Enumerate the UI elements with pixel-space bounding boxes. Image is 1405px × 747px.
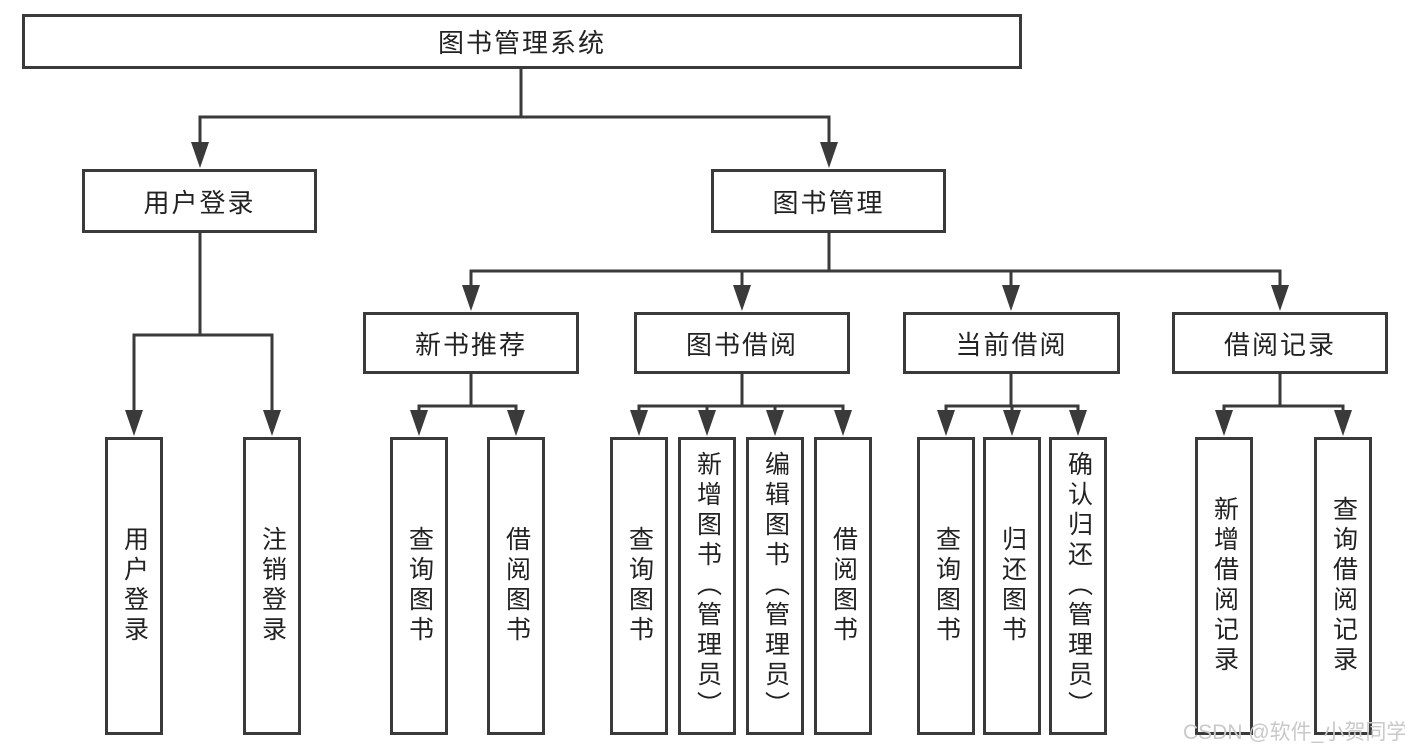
leaf-confirm-return-admin-label: 确认归还（管理员） (1064, 451, 1093, 721)
leaf-query-books-recommend: 查询图书 (390, 437, 448, 735)
leaf-query-books-current: 查询图书 (917, 437, 975, 735)
leaf-user-login-label: 用户登录 (120, 526, 149, 646)
node-book-management: 图书管理 (711, 169, 946, 233)
leaf-add-borrow-record: 新增借阅记录 (1195, 437, 1253, 735)
node-new-book-recommend-label: 新书推荐 (414, 329, 527, 360)
node-root: 图书管理系统 (22, 14, 1022, 69)
node-user-login-label: 用户登录 (143, 187, 256, 218)
leaf-edit-book-admin: 编辑图书（管理员） (746, 437, 804, 735)
node-borrow-records: 借阅记录 (1172, 312, 1388, 374)
leaf-borrow-books-recommend: 借阅图书 (487, 437, 545, 735)
leaf-query-borrow-record: 查询借阅记录 (1314, 437, 1372, 735)
leaf-query-books-borrow-label: 查询图书 (625, 526, 654, 646)
leaf-borrow-books: 借阅图书 (814, 437, 872, 735)
leaf-add-book-admin-label: 新增图书（管理员） (693, 451, 722, 721)
leaf-query-borrow-record-label: 查询借阅记录 (1329, 496, 1358, 676)
leaf-add-borrow-record-label: 新增借阅记录 (1210, 496, 1239, 676)
csdn-watermark: CSDN @软件_小贺同学 (1183, 721, 1405, 744)
leaf-edit-book-admin-label: 编辑图书（管理员） (761, 451, 790, 721)
leaf-confirm-return-admin: 确认归还（管理员） (1049, 437, 1107, 735)
node-root-label: 图书管理系统 (437, 28, 606, 58)
leaf-logout: 注销登录 (243, 437, 301, 735)
node-book-management-label: 图书管理 (772, 187, 885, 218)
leaf-borrow-books-recommend-label: 借阅图书 (502, 526, 531, 646)
leaf-user-login: 用户登录 (105, 437, 163, 735)
node-book-borrowing-label: 图书借阅 (685, 329, 798, 360)
leaf-add-book-admin: 新增图书（管理员） (678, 437, 736, 735)
leaf-logout-label: 注销登录 (258, 526, 287, 646)
leaf-query-books-recommend-label: 查询图书 (405, 526, 434, 646)
leaf-return-books-label: 归还图书 (998, 526, 1027, 646)
node-borrow-records-label: 借阅记录 (1223, 329, 1336, 360)
node-current-borrowing-label: 当前借阅 (955, 329, 1068, 360)
leaf-borrow-books-label: 借阅图书 (829, 526, 858, 646)
leaf-return-books: 归还图书 (983, 437, 1041, 735)
node-user-login: 用户登录 (82, 169, 317, 233)
node-current-borrowing: 当前借阅 (903, 312, 1120, 374)
node-new-book-recommend: 新书推荐 (363, 312, 579, 374)
leaf-query-books-borrow: 查询图书 (610, 437, 668, 735)
node-book-borrowing: 图书借阅 (634, 312, 850, 374)
leaf-query-books-current-label: 查询图书 (932, 526, 961, 646)
